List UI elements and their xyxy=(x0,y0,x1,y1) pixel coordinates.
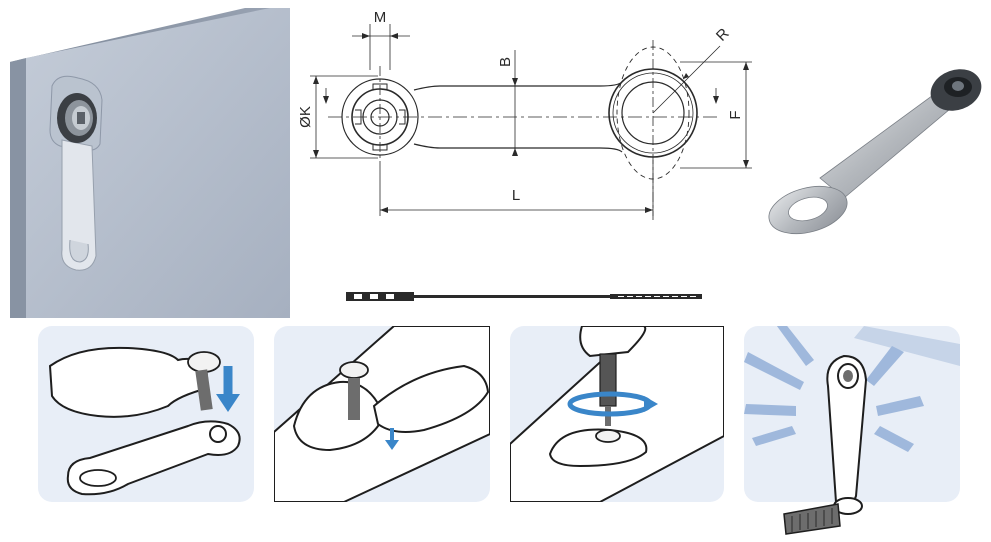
dim-label-f: F xyxy=(727,110,744,119)
product-render xyxy=(760,60,991,240)
step-1-panel xyxy=(38,326,254,502)
step-2-panel xyxy=(273,325,491,503)
dim-label-b: B xyxy=(497,57,514,67)
technical-drawing: M B R ØK F L xyxy=(297,0,760,240)
dim-label-r: R xyxy=(713,25,733,45)
step-3-panel xyxy=(509,325,725,503)
step-4-panel xyxy=(744,322,960,537)
dim-label-m: M xyxy=(374,9,387,26)
side-view-drawing xyxy=(340,286,710,308)
dim-label-k: ØK xyxy=(300,106,314,128)
mounted-part-illustration xyxy=(0,0,290,318)
dim-label-l: L xyxy=(512,187,520,204)
